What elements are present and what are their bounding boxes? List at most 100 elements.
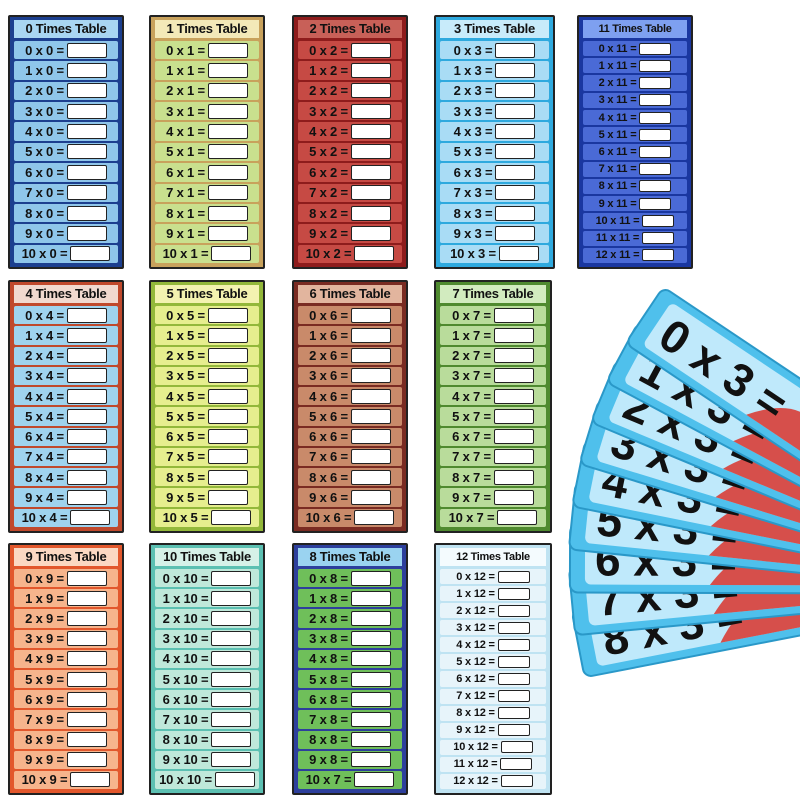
answer-box[interactable] bbox=[66, 63, 107, 79]
answer-box[interactable] bbox=[66, 144, 107, 160]
answer-box[interactable] bbox=[495, 103, 536, 119]
answer-box[interactable] bbox=[354, 510, 395, 526]
answer-box[interactable] bbox=[495, 144, 536, 160]
answer-box[interactable] bbox=[66, 348, 107, 364]
answer-box[interactable] bbox=[66, 205, 107, 221]
answer-box[interactable] bbox=[639, 111, 672, 124]
answer-box[interactable] bbox=[642, 249, 675, 262]
answer-box[interactable] bbox=[350, 63, 391, 79]
answer-box[interactable] bbox=[497, 707, 530, 720]
answer-box[interactable] bbox=[207, 124, 248, 140]
answer-box[interactable] bbox=[350, 610, 391, 626]
answer-box[interactable] bbox=[66, 327, 107, 343]
answer-box[interactable] bbox=[493, 388, 534, 404]
answer-box[interactable] bbox=[207, 348, 248, 364]
answer-box[interactable] bbox=[70, 510, 111, 526]
answer-box[interactable] bbox=[211, 752, 252, 768]
answer-box[interactable] bbox=[211, 711, 252, 727]
answer-box[interactable] bbox=[350, 408, 391, 424]
answer-box[interactable] bbox=[66, 225, 107, 241]
answer-box[interactable] bbox=[350, 144, 391, 160]
answer-box[interactable] bbox=[497, 724, 530, 737]
answer-box[interactable] bbox=[354, 246, 395, 262]
answer-box[interactable] bbox=[493, 449, 534, 465]
answer-box[interactable] bbox=[66, 651, 107, 667]
answer-box[interactable] bbox=[639, 180, 672, 193]
answer-box[interactable] bbox=[70, 772, 111, 788]
answer-box[interactable] bbox=[639, 59, 672, 72]
answer-box[interactable] bbox=[350, 205, 391, 221]
answer-box[interactable] bbox=[207, 408, 248, 424]
answer-box[interactable] bbox=[211, 691, 252, 707]
answer-box[interactable] bbox=[66, 671, 107, 687]
answer-box[interactable] bbox=[500, 758, 533, 771]
answer-box[interactable] bbox=[66, 752, 107, 768]
answer-box[interactable] bbox=[354, 772, 395, 788]
answer-box[interactable] bbox=[495, 205, 536, 221]
answer-box[interactable] bbox=[66, 590, 107, 606]
answer-box[interactable] bbox=[207, 63, 248, 79]
answer-box[interactable] bbox=[350, 124, 391, 140]
answer-box[interactable] bbox=[350, 590, 391, 606]
answer-box[interactable] bbox=[639, 94, 672, 107]
answer-box[interactable] bbox=[66, 307, 107, 323]
answer-box[interactable] bbox=[66, 490, 107, 506]
answer-box[interactable] bbox=[350, 185, 391, 201]
answer-box[interactable] bbox=[207, 144, 248, 160]
answer-box[interactable] bbox=[207, 42, 248, 58]
answer-box[interactable] bbox=[350, 490, 391, 506]
answer-box[interactable] bbox=[66, 469, 107, 485]
answer-box[interactable] bbox=[207, 368, 248, 384]
answer-box[interactable] bbox=[211, 631, 252, 647]
answer-box[interactable] bbox=[207, 205, 248, 221]
answer-box[interactable] bbox=[350, 42, 391, 58]
answer-box[interactable] bbox=[497, 638, 530, 651]
answer-box[interactable] bbox=[350, 752, 391, 768]
answer-box[interactable] bbox=[493, 368, 534, 384]
answer-box[interactable] bbox=[66, 691, 107, 707]
answer-box[interactable] bbox=[500, 741, 533, 754]
answer-box[interactable] bbox=[642, 214, 675, 227]
answer-box[interactable] bbox=[350, 651, 391, 667]
answer-box[interactable] bbox=[497, 604, 530, 617]
answer-box[interactable] bbox=[66, 449, 107, 465]
answer-box[interactable] bbox=[211, 570, 252, 586]
answer-box[interactable] bbox=[207, 307, 248, 323]
answer-box[interactable] bbox=[66, 103, 107, 119]
answer-box[interactable] bbox=[350, 691, 391, 707]
answer-box[interactable] bbox=[66, 631, 107, 647]
answer-box[interactable] bbox=[350, 388, 391, 404]
answer-box[interactable] bbox=[350, 570, 391, 586]
answer-box[interactable] bbox=[207, 185, 248, 201]
answer-box[interactable] bbox=[350, 671, 391, 687]
answer-box[interactable] bbox=[497, 570, 530, 583]
answer-box[interactable] bbox=[350, 449, 391, 465]
answer-box[interactable] bbox=[350, 469, 391, 485]
answer-box[interactable] bbox=[497, 510, 538, 526]
answer-box[interactable] bbox=[497, 655, 530, 668]
answer-box[interactable] bbox=[639, 77, 672, 90]
answer-box[interactable] bbox=[66, 408, 107, 424]
answer-box[interactable] bbox=[639, 128, 672, 141]
answer-box[interactable] bbox=[350, 631, 391, 647]
answer-box[interactable] bbox=[495, 63, 536, 79]
answer-box[interactable] bbox=[207, 225, 248, 241]
answer-box[interactable] bbox=[495, 164, 536, 180]
answer-box[interactable] bbox=[495, 225, 536, 241]
answer-box[interactable] bbox=[495, 83, 536, 99]
answer-box[interactable] bbox=[350, 429, 391, 445]
answer-box[interactable] bbox=[493, 327, 534, 343]
answer-box[interactable] bbox=[211, 246, 252, 262]
answer-box[interactable] bbox=[207, 469, 248, 485]
answer-box[interactable] bbox=[493, 307, 534, 323]
answer-box[interactable] bbox=[498, 246, 539, 262]
answer-box[interactable] bbox=[350, 225, 391, 241]
answer-box[interactable] bbox=[211, 732, 252, 748]
answer-box[interactable] bbox=[500, 775, 533, 788]
answer-box[interactable] bbox=[66, 368, 107, 384]
answer-box[interactable] bbox=[350, 103, 391, 119]
answer-box[interactable] bbox=[211, 610, 252, 626]
answer-box[interactable] bbox=[642, 232, 675, 245]
answer-box[interactable] bbox=[66, 83, 107, 99]
answer-box[interactable] bbox=[639, 197, 672, 210]
